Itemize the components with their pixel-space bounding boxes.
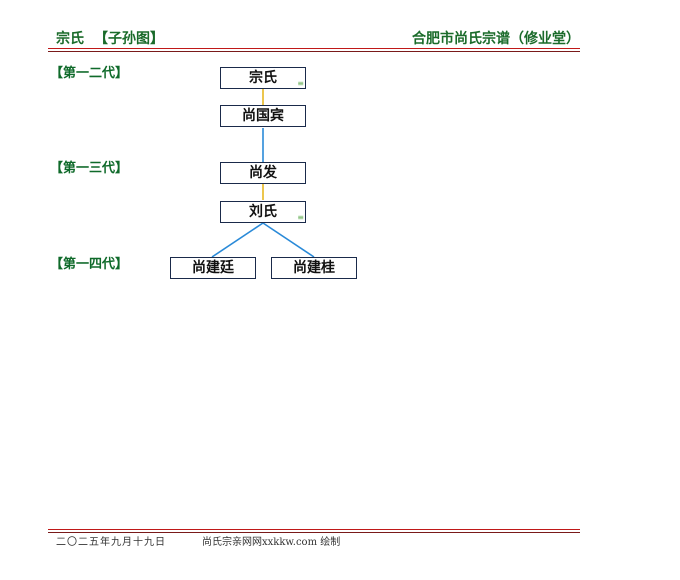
person-name: 尚发 bbox=[249, 165, 277, 181]
person-node-shangjianting[interactable]: 尚建廷 bbox=[170, 257, 256, 279]
generation-label-14: 【第一四代】 bbox=[50, 257, 129, 272]
surname-label: 宗氏 bbox=[56, 31, 84, 47]
header-rule-bottom bbox=[48, 51, 580, 52]
descent-link-fa-jiangui bbox=[262, 222, 315, 258]
person-name: 尚国宾 bbox=[242, 108, 284, 124]
spouse-marker-icon: ≡ bbox=[297, 79, 304, 88]
genealogy-title: 合肥市尚氏宗谱（修业堂） bbox=[412, 31, 580, 47]
person-node-zongshi[interactable]: 宗氏 ≡ bbox=[220, 67, 306, 89]
person-name: 刘氏 bbox=[249, 204, 277, 220]
spouse-marker-icon: ≡ bbox=[297, 213, 304, 222]
person-node-shangguobin[interactable]: 尚国宾 bbox=[220, 105, 306, 127]
footer-rule-bottom bbox=[48, 532, 580, 533]
footer-date: 二〇二五年九月十九日 bbox=[56, 537, 166, 548]
header-rule-top bbox=[48, 48, 580, 49]
person-node-shangjiangui[interactable]: 尚建桂 bbox=[271, 257, 357, 279]
footer-rule-top bbox=[48, 529, 580, 530]
section-title: 【子孙图】 bbox=[94, 31, 164, 47]
person-node-shangfa[interactable]: 尚发 bbox=[220, 162, 306, 184]
header-left: 宗氏【子孙图】 bbox=[56, 30, 164, 48]
person-node-liushi[interactable]: 刘氏 ≡ bbox=[220, 201, 306, 223]
person-name: 宗氏 bbox=[249, 70, 277, 86]
generation-label-12: 【第一二代】 bbox=[50, 66, 129, 81]
descent-link-fa-jianting bbox=[211, 222, 264, 258]
person-name: 尚建桂 bbox=[293, 260, 335, 276]
generation-label-13: 【第一三代】 bbox=[50, 161, 129, 176]
footer-credit: 尚氏宗亲网网xxkkw.com 绘制 bbox=[202, 537, 341, 548]
person-name: 尚建廷 bbox=[192, 260, 234, 276]
